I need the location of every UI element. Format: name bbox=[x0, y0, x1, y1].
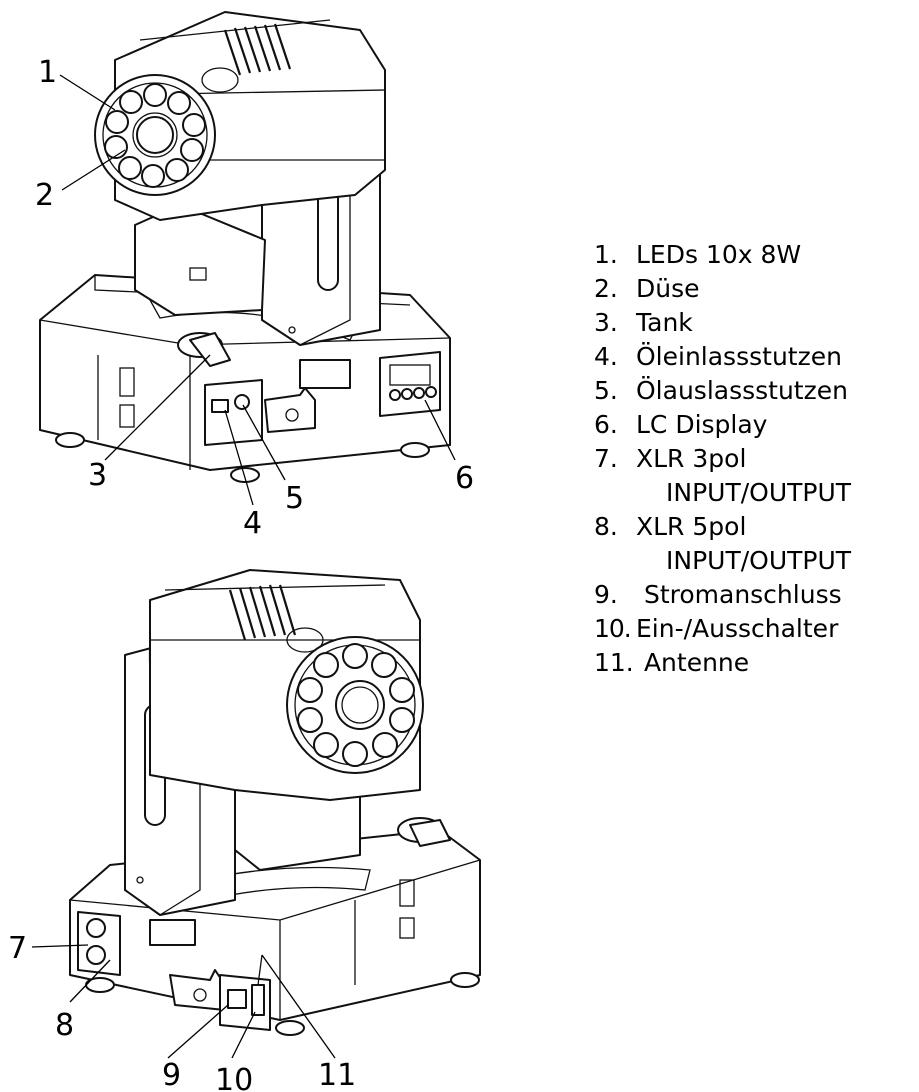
legend-item: 2. Düse bbox=[594, 272, 914, 306]
callout-2: 2 bbox=[35, 178, 54, 213]
legend-number: 6. bbox=[594, 410, 618, 439]
callout-8: 8 bbox=[55, 1008, 74, 1043]
legend-label: Düse bbox=[636, 274, 700, 303]
legend-number: 2. bbox=[594, 274, 618, 303]
callout-9: 9 bbox=[162, 1058, 181, 1092]
legend-label: Ölauslassstutzen bbox=[636, 376, 848, 405]
legend-number: 3. bbox=[594, 308, 618, 337]
callout-3: 3 bbox=[88, 458, 107, 493]
legend-number: 9. bbox=[594, 580, 618, 609]
legend-label: LEDs 10x 8W bbox=[636, 240, 802, 269]
legend-label: Antenne bbox=[636, 648, 750, 677]
legend-number: 1. bbox=[594, 240, 618, 269]
legend-label: XLR 3pol bbox=[636, 444, 747, 473]
legend-item: 9. Stromanschluss bbox=[594, 578, 914, 612]
legend-item: 1. LEDs 10x 8W bbox=[594, 238, 914, 272]
legend-label-continued: INPUT/OUTPUT bbox=[666, 478, 852, 507]
legend-label-continued: INPUT/OUTPUT bbox=[666, 546, 852, 575]
legend-item: 5. Ölauslassstutzen bbox=[594, 374, 914, 408]
legend-label: Ein-/Ausschalter bbox=[636, 614, 839, 643]
top-device-illustration bbox=[39, 11, 451, 483]
legend-item: 11. Antenne bbox=[594, 646, 914, 680]
legend-item: 6. LC Display bbox=[594, 408, 914, 442]
legend-label: Öleinlassstutzen bbox=[636, 342, 842, 371]
parts-legend: 1. LEDs 10x 8W 2. Düse 3. Tank 4. Öleinl… bbox=[594, 238, 914, 680]
bottom-callouts: 7 8 9 10 11 bbox=[8, 931, 356, 1092]
legend-label: Stromanschluss bbox=[636, 580, 842, 609]
callout-7: 7 bbox=[8, 931, 27, 966]
callout-6: 6 bbox=[455, 461, 474, 496]
legend-number: 10. bbox=[594, 614, 632, 643]
legend-label: Tank bbox=[636, 308, 693, 337]
legend-label: XLR 5pol bbox=[636, 512, 747, 541]
legend-number: 4. bbox=[594, 342, 618, 371]
callout-10: 10 bbox=[215, 1063, 253, 1092]
legend-item: 7. XLR 3pol INPUT/OUTPUT bbox=[594, 442, 914, 510]
legend-item: 4. Öleinlassstutzen bbox=[594, 340, 914, 374]
legend-item: 3. Tank bbox=[594, 306, 914, 340]
legend-item: 8. XLR 5pol INPUT/OUTPUT bbox=[594, 510, 914, 578]
legend-label: LC Display bbox=[636, 410, 768, 439]
callout-5: 5 bbox=[285, 481, 304, 516]
legend-number: 7. bbox=[594, 444, 618, 473]
callout-1: 1 bbox=[38, 55, 57, 90]
legend-number: 11. bbox=[594, 648, 634, 677]
bottom-device-illustration bbox=[69, 569, 481, 1036]
legend-number: 5. bbox=[594, 376, 618, 405]
top-callouts: 1 2 3 4 5 6 bbox=[35, 55, 474, 541]
legend-item: 10. Ein-/Ausschalter bbox=[594, 612, 914, 646]
callout-11: 11 bbox=[318, 1058, 356, 1092]
legend-number: 8. bbox=[594, 512, 618, 541]
callout-4: 4 bbox=[243, 506, 262, 541]
